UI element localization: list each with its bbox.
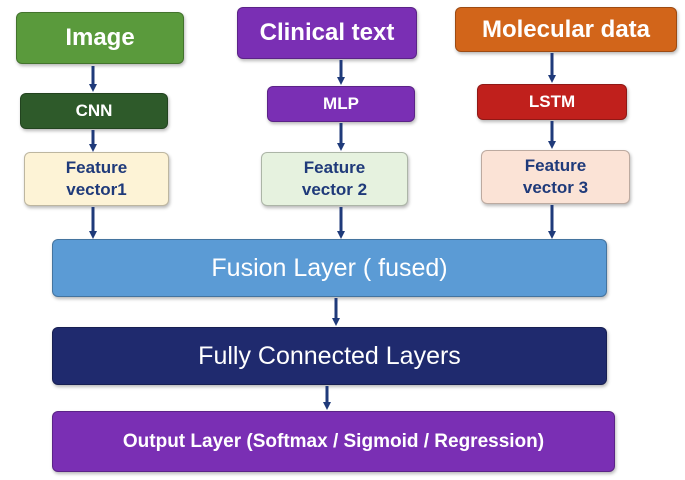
feature-vector-1-line2: vector1 [66,180,127,199]
feature-vector-2-line2: vector 2 [301,180,368,199]
molecular-data-source-box: Molecular data [455,7,677,52]
feature-vector-3-box: Feature vector 3 [481,150,630,204]
mlp-box: MLP [267,86,415,122]
feature-vector-1-box: Feature vector1 [24,152,169,206]
fully-connected-layers-box: Fully Connected Layers [52,327,607,385]
feature-vector-3-line2: vector 3 [522,178,589,197]
clinical-text-source-box: Clinical text [237,7,417,59]
feature-vector-1-line1: Feature [65,158,128,177]
cnn-box: CNN [20,93,168,129]
lstm-box: LSTM [477,84,627,120]
output-layer-box: Output Layer (Softmax / Sigmoid / Regres… [52,411,615,472]
image-source-box: Image [16,12,184,64]
feature-vector-2-line1: Feature [303,158,366,177]
feature-vector-2-box: Feature vector 2 [261,152,408,206]
fusion-layer-box: Fusion Layer ( fused) [52,239,607,297]
feature-vector-3-line1: Feature [524,156,587,175]
